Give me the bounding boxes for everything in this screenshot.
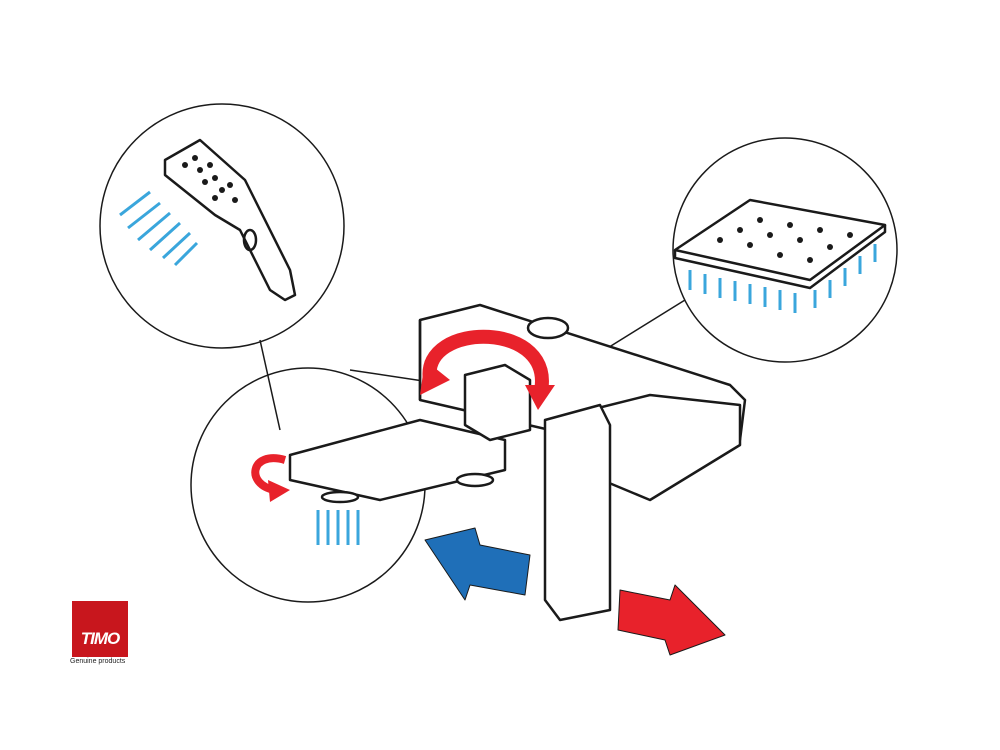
connector-line (259, 339, 281, 431)
mixer-lever[interactable] (543, 403, 612, 622)
hot-arrow-icon (617, 584, 726, 656)
hand-shower-circle (99, 103, 345, 349)
hand-shower-icon (163, 138, 297, 302)
hand-shower-water-icon (119, 190, 199, 267)
logo-tagline: Genuine products (70, 658, 126, 665)
cold-arrow-icon (424, 527, 531, 601)
diverter-rotate-arrow (422, 329, 549, 397)
logo-text: TIMO (80, 629, 120, 648)
brand-logo: TIMO (72, 601, 128, 657)
overhead-shower-circle (672, 137, 898, 363)
spout-rotate-arrow (251, 454, 287, 494)
overhead-shower-icon (673, 198, 887, 290)
spout-water-icon (316, 510, 360, 545)
overhead-water-icon (688, 244, 877, 313)
